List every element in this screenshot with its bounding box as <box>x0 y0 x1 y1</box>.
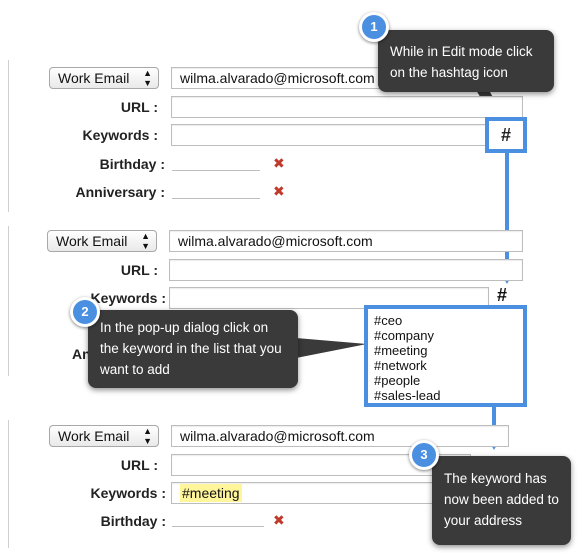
callout-step-3: The keyword has now been added to your a… <box>432 456 571 545</box>
hashtag-button[interactable]: # <box>485 117 527 153</box>
step-badge-3: 3 <box>409 440 439 470</box>
url-label: URL : <box>120 99 158 115</box>
url-input[interactable] <box>169 259 523 281</box>
anniversary-field[interactable] <box>172 198 260 199</box>
remove-birthday-icon[interactable]: ✖ <box>273 512 285 528</box>
updown-arrows-icon: ▲▼ <box>143 426 152 446</box>
keyword-option[interactable]: #network <box>374 358 427 373</box>
keywords-input[interactable] <box>171 124 487 146</box>
email-type-select[interactable]: Work Email ▲▼ <box>47 230 157 252</box>
callout-step-1: While in Edit mode click on the hashtag … <box>378 30 554 92</box>
updown-arrows-icon: ▲▼ <box>143 68 152 88</box>
anniversary-label-partial: An <box>72 346 91 362</box>
keyword-option[interactable]: #ceo <box>374 313 403 328</box>
callout2-pointer <box>296 338 367 358</box>
updown-arrows-icon: ▲▼ <box>141 231 150 251</box>
keywords-label: Keywords : <box>90 485 166 501</box>
callout-text: The keyword has now been added to your a… <box>444 471 559 528</box>
url-label: URL : <box>120 457 158 473</box>
birthday-label: Birthday : <box>99 156 165 172</box>
keyword-option[interactable]: #meeting <box>374 343 428 358</box>
email-value: wilma.alvarado@microsoft.com <box>178 233 373 249</box>
keyword-option[interactable]: #sales-lead <box>374 388 441 403</box>
email-type-value: Work Email <box>58 428 130 444</box>
step-badge-2: 2 <box>70 297 100 327</box>
url-label: URL : <box>120 262 158 278</box>
birthday-field[interactable] <box>172 170 260 171</box>
birthday-field[interactable] <box>172 526 264 527</box>
panel-border <box>8 420 9 548</box>
keyword-option[interactable]: #company <box>374 328 434 343</box>
email-input[interactable]: wilma.alvarado@microsoft.com <box>169 230 523 252</box>
callout-text: While in Edit mode click on the hashtag … <box>390 44 533 80</box>
keywords-label: Keywords : <box>90 290 166 306</box>
remove-birthday-icon[interactable]: ✖ <box>273 155 285 171</box>
email-type-select[interactable]: Work Email ▲▼ <box>49 67 159 89</box>
keywords-input[interactable]: #meeting <box>171 482 491 504</box>
keyword-tag: #meeting <box>180 484 242 502</box>
email-type-value: Work Email <box>58 70 130 86</box>
callout-text: In the pop-up dialog click on the keywor… <box>100 320 282 377</box>
remove-anniversary-icon[interactable]: ✖ <box>273 183 285 199</box>
email-value: wilma.alvarado@microsoft.com <box>180 70 375 86</box>
email-value: wilma.alvarado@microsoft.com <box>180 428 375 444</box>
hashtag-icon[interactable]: # <box>497 285 508 305</box>
panel-border <box>8 60 9 212</box>
step-badge-1: 1 <box>359 12 389 42</box>
birthday-label: Birthday : <box>100 513 166 529</box>
email-type-select[interactable]: Work Email ▲▼ <box>49 425 159 447</box>
email-input[interactable]: wilma.alvarado@microsoft.com <box>171 67 387 89</box>
panel-border <box>8 226 9 376</box>
keyword-popup: #ceo #company #meeting #network #people … <box>364 305 527 407</box>
keyword-option[interactable]: #people <box>374 373 421 388</box>
anniversary-label: Anniversary : <box>75 184 165 200</box>
hashtag-icon: # <box>500 125 511 145</box>
keywords-input[interactable] <box>169 287 489 309</box>
callout-step-2: In the pop-up dialog click on the keywor… <box>88 310 298 388</box>
email-type-value: Work Email <box>56 233 128 249</box>
url-input[interactable] <box>171 96 523 118</box>
email-input[interactable]: wilma.alvarado@microsoft.com <box>171 425 509 447</box>
keywords-label: Keywords : <box>82 127 158 143</box>
